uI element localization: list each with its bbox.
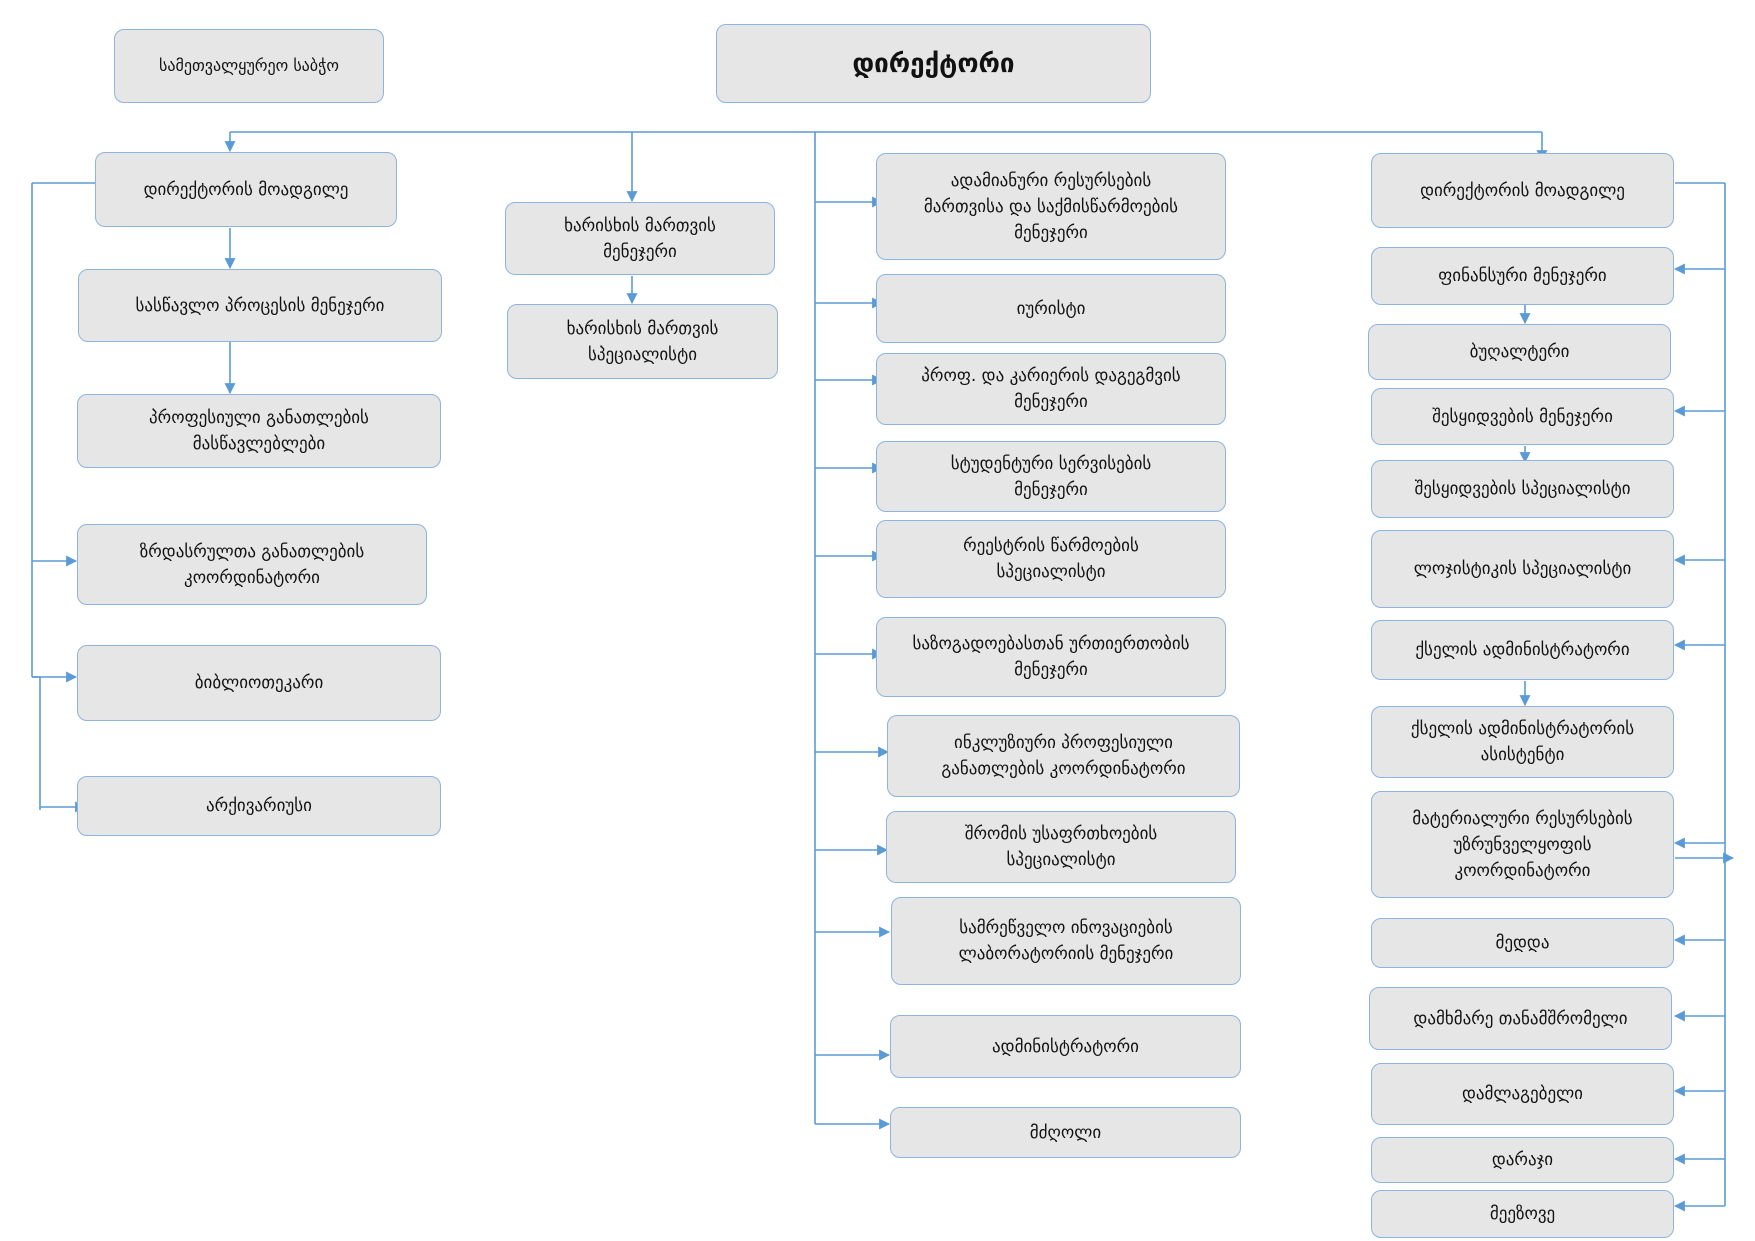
director-box: დირექტორი — [716, 24, 1151, 103]
right-deputy-director-box: დირექტორის მოადგილე — [1371, 153, 1674, 228]
janitor-box: მეეზოვე — [1371, 1190, 1674, 1238]
logistics-specialist-box: ლოჯისტიკის სპეციალისტი — [1371, 530, 1674, 608]
public-relations-manager-box: საზოგადოებასთან ურთიერთობის მენეჯერი — [876, 617, 1226, 697]
financial-manager-box: ფინანსური მენეჯერი — [1371, 247, 1674, 305]
adult-education-coordinator-box: ზრდასრულთა განათლების კოორდინატორი — [77, 524, 427, 605]
network-administrator-box: ქსელის ადმინისტრატორი — [1371, 620, 1674, 680]
librarian-box: ბიბლიოთეკარი — [77, 645, 441, 721]
material-resources-coordinator-box: მატერიალური რესურსების უზრუნველყოფის კოო… — [1371, 791, 1674, 898]
innovation-lab-manager-box: სამრეწველო ინოვაციების ლაბორატორიის მენე… — [891, 897, 1241, 985]
left-deputy-director-box: დირექტორის მოადგილე — [95, 152, 397, 227]
driver-box: მძღოლი — [890, 1107, 1241, 1158]
supervisory-board-box: სამეთვალყურეო საბჭო — [114, 29, 384, 103]
administrator-box: ადმინისტრატორი — [890, 1015, 1241, 1078]
career-planning-manager-box: პროფ. და კარიერის დაგეგმვის მენეჯერი — [876, 353, 1226, 425]
inclusive-education-coordinator-box: ინკლუზიური პროფესიული განათლების კოორდინ… — [887, 715, 1240, 797]
support-staff-box: დამხმარე თანამშრომელი — [1369, 987, 1672, 1050]
learning-process-manager-box: სასწავლო პროცესის მენეჯერი — [78, 269, 442, 342]
lawyer-box: იურისტი — [876, 274, 1226, 343]
procurement-manager-box: შესყიდვების მენეჯერი — [1371, 388, 1674, 445]
network-admin-assistant-box: ქსელის ადმინისტრატორის ასისტენტი — [1371, 706, 1674, 778]
accountant-box: ბუღალტერი — [1368, 324, 1671, 380]
vocational-teachers-box: პროფესიული განათლების მასწავლებლები — [77, 394, 441, 468]
cleaner-box: დამლაგებელი — [1371, 1063, 1674, 1125]
archivist-box: არქივარიუსი — [77, 776, 441, 836]
occupational-safety-specialist-box: შრომის უსაფრთხოების სპეციალისტი — [886, 811, 1236, 883]
registry-specialist-box: რეესტრის წარმოების სპეციალისტი — [876, 520, 1226, 598]
quality-manager-box: ხარისხის მართვის მენეჯერი — [505, 202, 775, 275]
nurse-box: მედდა — [1371, 918, 1674, 968]
guard-box: დარაჯი — [1371, 1137, 1674, 1183]
quality-specialist-box: ხარისხის მართვის სპეციალისტი — [507, 304, 778, 379]
student-services-manager-box: სტუდენტური სერვისების მენეჯერი — [876, 441, 1226, 512]
hr-manager-box: ადამიანური რესურსების მართვისა და საქმის… — [876, 153, 1226, 260]
procurement-specialist-box: შესყიდვების სპეციალისტი — [1371, 460, 1674, 518]
